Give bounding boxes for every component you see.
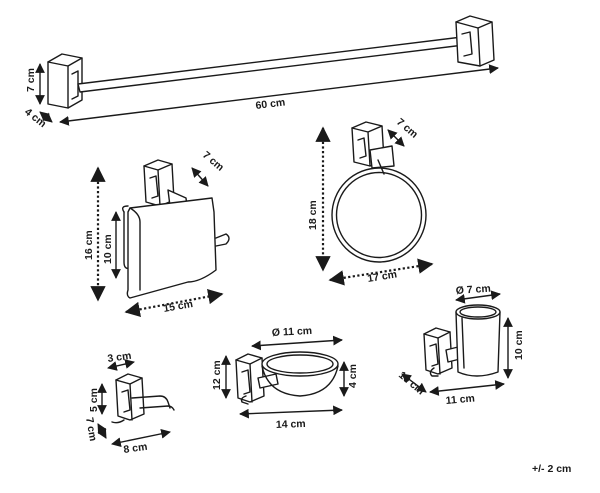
towel-ring [315, 121, 434, 286]
soap-dish [221, 335, 349, 419]
towel-bar-width-label: 60 cm [255, 96, 286, 112]
tolerance-note: +/- 2 cm [532, 463, 571, 475]
robe-hook [97, 359, 175, 448]
paper-holder-depth-label: 7 cm [200, 149, 226, 174]
towel-ring-width-label: 17 cm [367, 268, 398, 285]
tumbler-height-label: 10 cm [513, 330, 525, 360]
towel-ring-height-label: 18 cm [307, 200, 319, 230]
paper-holder-height-label: 16 cm [83, 230, 95, 260]
soap-dish-dish-height-label: 4 cm [347, 364, 359, 388]
towel-bar-depth-label: 4 cm [22, 106, 48, 130]
soap-dish-height-label: 12 cm [211, 360, 223, 390]
towel-ring-depth-label: 7 cm [394, 116, 420, 141]
robe-hook-width-label: 8 cm [123, 441, 148, 456]
soap-dish-width-label: 14 cm [276, 418, 306, 431]
paper-holder-width-label: 15 cm [162, 298, 193, 315]
tumbler-diameter-label: Ø 7 cm [455, 283, 491, 297]
towel-bar-height-label: 7 cm [25, 68, 37, 92]
robe-hook-height-label: 5 cm [88, 388, 100, 412]
towel-bar [35, 15, 499, 126]
tumbler-depth-label: 10 cm [396, 369, 427, 397]
tumbler-width-label: 11 cm [445, 392, 475, 406]
tumbler-holder [401, 290, 513, 396]
robe-hook-depth-label: 7 cm [83, 416, 99, 442]
robe-hook-width-top-label: 3 cm [107, 350, 132, 365]
paper-holder [90, 159, 230, 318]
paper-holder-cover-height-label: 10 cm [102, 234, 114, 264]
soap-dish-diameter-label: Ø 11 cm [272, 325, 313, 339]
